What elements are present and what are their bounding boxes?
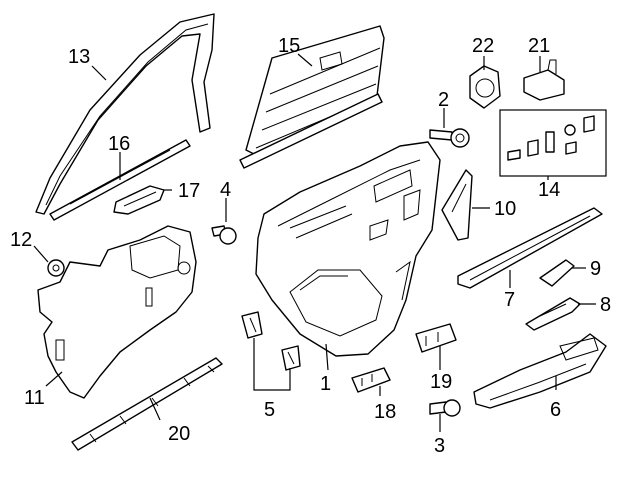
part-17-clip: [113, 185, 165, 215]
callout-22: 22: [472, 35, 494, 57]
leader-13: [91, 65, 107, 81]
callout-3: 3: [434, 435, 445, 457]
callout-10: 10: [494, 198, 516, 220]
callout-labels: 13 16 17 12 11 20 15 4 2 22 21 14 10 9 7…: [10, 35, 611, 457]
part-5-clips: [241, 311, 301, 371]
callout-9: 9: [590, 258, 601, 280]
part-2-screw: [429, 128, 470, 148]
callout-7: 7: [504, 289, 515, 311]
leader-lines: [33, 53, 596, 432]
callout-11: 11: [24, 387, 45, 409]
part-3-screw: [429, 399, 461, 417]
callout-18: 18: [374, 401, 396, 423]
callout-4: 4: [220, 179, 231, 201]
callout-12: 12: [10, 229, 32, 251]
callout-21: 21: [528, 35, 550, 57]
part-15-sunshade: [239, 25, 385, 169]
part-10-mirror-trim: [441, 169, 473, 241]
part-13-window-channel: [35, 13, 215, 215]
callout-14: 14: [538, 179, 560, 201]
part-8-handle-bezel: [525, 297, 581, 331]
callout-6: 6: [550, 399, 561, 421]
leader-15: [297, 53, 313, 67]
leader-5: [253, 338, 291, 391]
part-21-sensor: [523, 59, 565, 101]
part-20-lower-seal: [71, 357, 223, 451]
part-22-speaker: [469, 65, 501, 109]
callout-1: 1: [320, 373, 331, 395]
part-9-switch-bezel: [539, 259, 575, 287]
callout-2: 2: [438, 89, 449, 111]
callout-5: 5: [264, 399, 275, 421]
part-19-clip: [415, 323, 457, 353]
callout-13: 13: [68, 46, 90, 68]
callout-8: 8: [600, 294, 611, 316]
part-1-door-trim-panel: [255, 141, 441, 357]
part-14-clip-kit-box: [499, 109, 607, 177]
leader-20: [149, 397, 161, 421]
callout-16: 16: [108, 133, 130, 155]
callout-19: 19: [430, 371, 452, 393]
part-6-armrest: [473, 333, 607, 409]
part-4-pin: [211, 225, 237, 245]
leader-1: [325, 343, 329, 371]
part-11-panel-carrier: [37, 225, 197, 399]
callout-15: 15: [278, 35, 300, 57]
callout-17: 17: [178, 180, 200, 202]
part-12-push-nut: [47, 259, 65, 277]
part-7-trim-strip: [457, 207, 603, 289]
leader-12: [33, 245, 49, 263]
part-18-clip: [351, 367, 391, 393]
callout-20: 20: [168, 423, 190, 445]
leader-11: [45, 371, 63, 387]
